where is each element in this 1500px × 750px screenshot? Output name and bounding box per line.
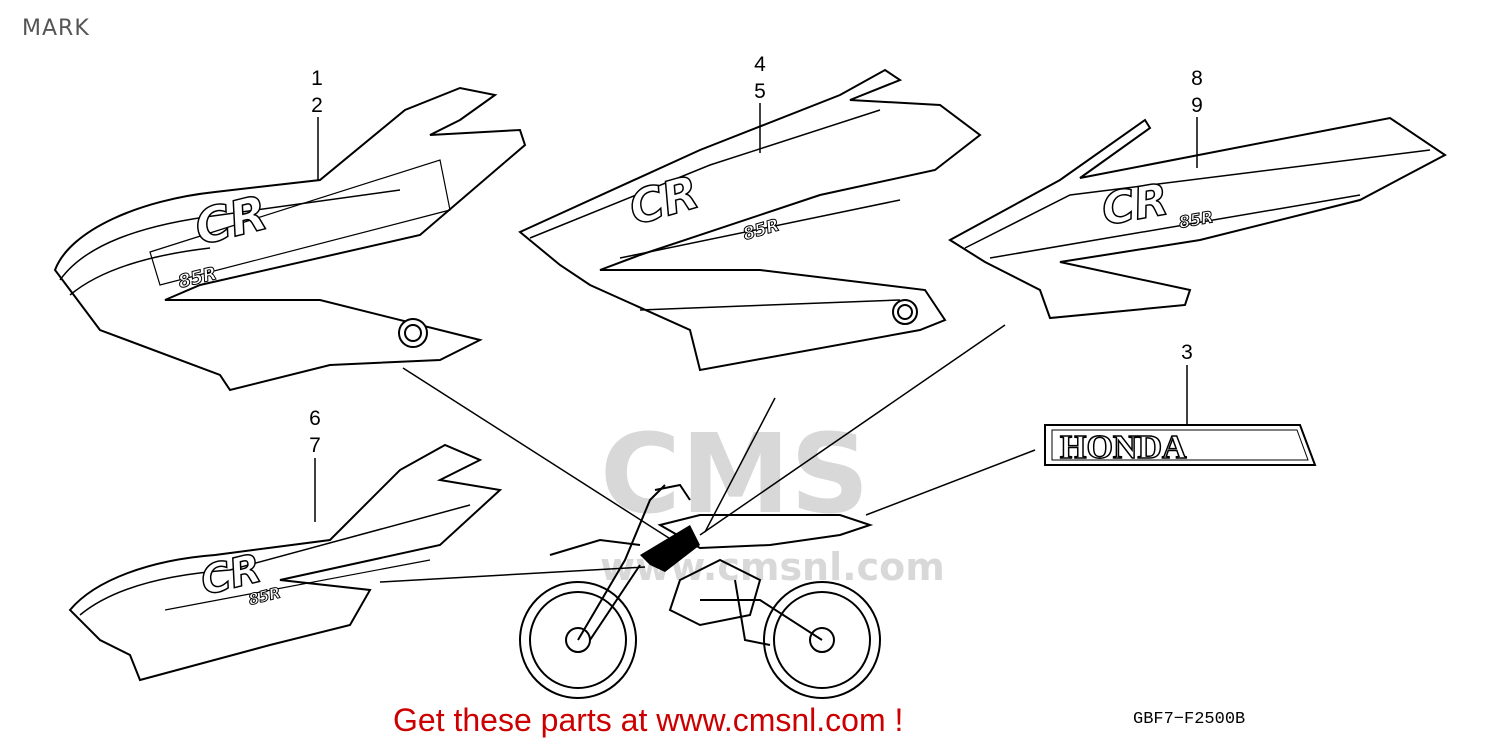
callout-5: 5 — [754, 80, 766, 103]
callout-4: 4 — [754, 53, 766, 76]
section-title: MARK — [22, 16, 90, 41]
decal-8-9[interactable] — [948, 116, 1447, 320]
callout-9: 9 — [1191, 94, 1203, 117]
decal-8-9-model-text: CR — [1098, 174, 1172, 236]
diagram-code: GBF7−F2500B — [1133, 710, 1246, 729]
callout-2: 2 — [311, 94, 323, 117]
decal-4-5[interactable] — [518, 68, 982, 372]
callout-7: 7 — [309, 434, 321, 457]
callout-8: 8 — [1191, 67, 1203, 90]
callout-3: 3 — [1181, 341, 1193, 364]
decal-3-honda-emblem[interactable] — [1044, 424, 1317, 466]
motorcycle-tank-decal — [640, 525, 700, 572]
decal-1-2[interactable] — [53, 86, 527, 392]
callout-6: 6 — [309, 407, 321, 430]
footer-link[interactable]: Get these parts at www.cmsnl.com ! — [393, 702, 904, 738]
leader-lines — [314, 103, 1198, 583]
motorcycle-illustration — [519, 483, 881, 699]
decal-6-7[interactable] — [68, 443, 503, 682]
callout-1: 1 — [311, 67, 323, 90]
decal-3-brand-text: HONDA — [1060, 429, 1187, 466]
